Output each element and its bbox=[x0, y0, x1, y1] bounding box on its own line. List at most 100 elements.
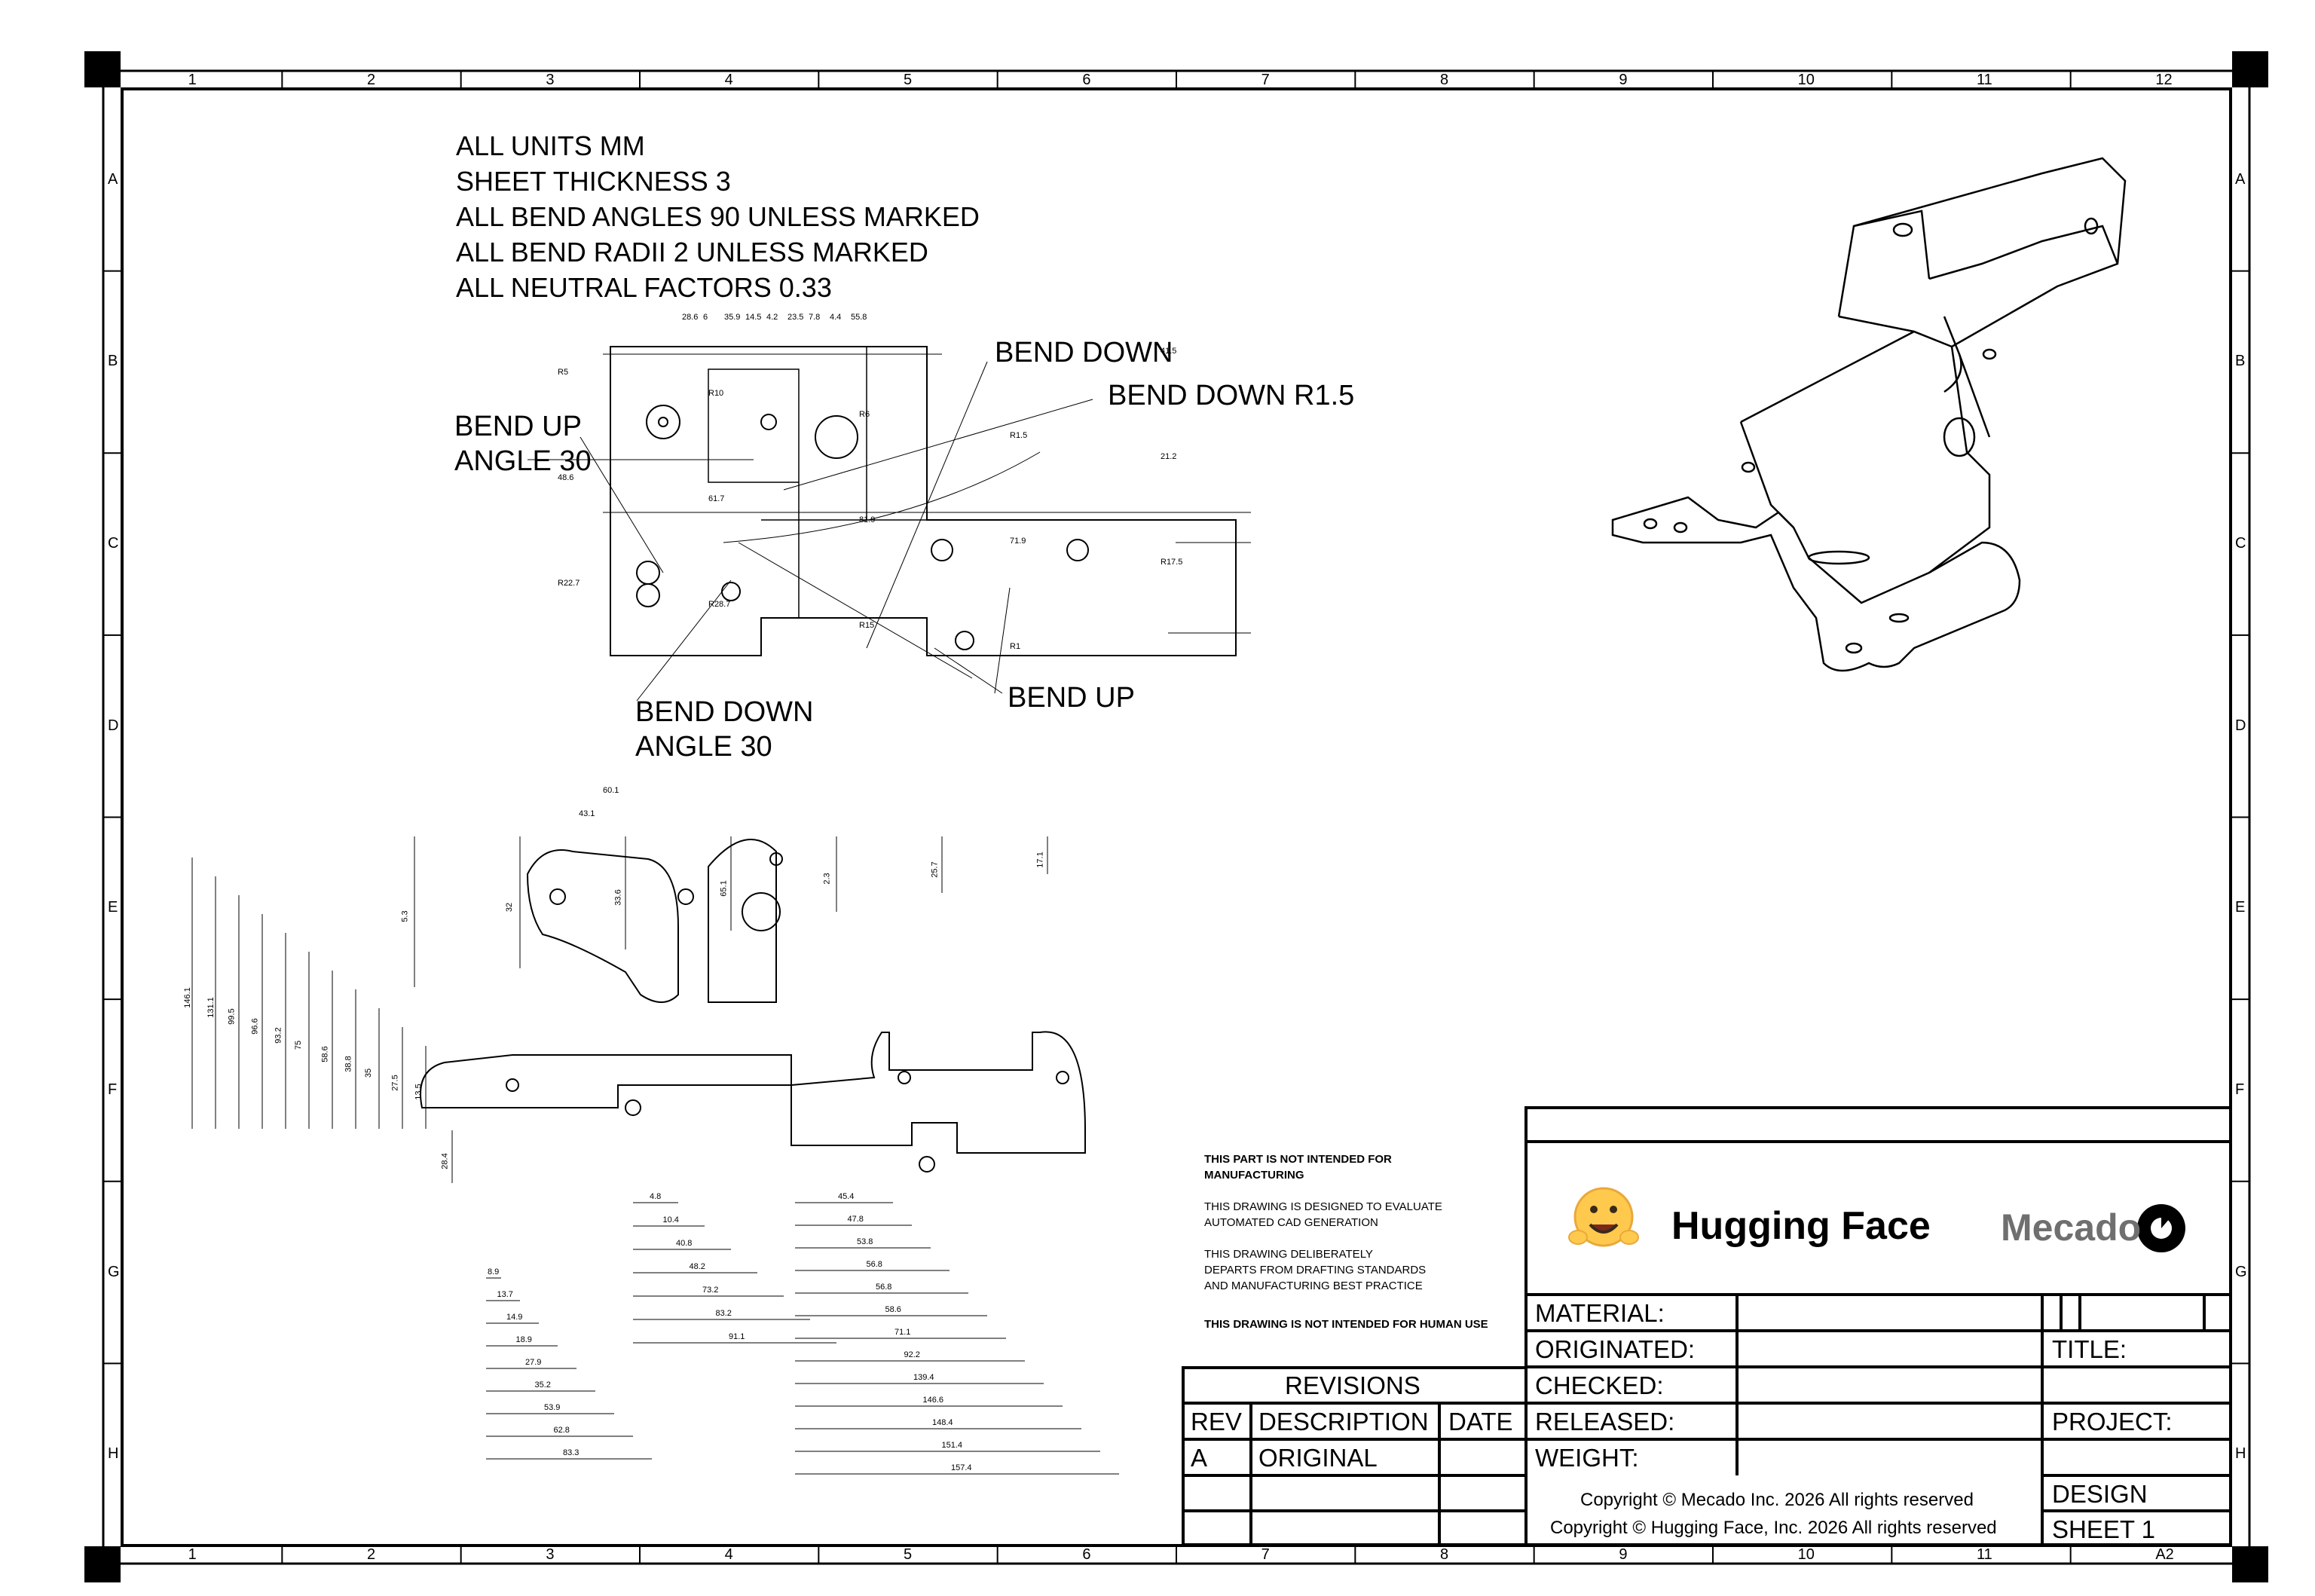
callout-bend-down-line1: BEND DOWN bbox=[635, 696, 814, 728]
revision-row-rev: A bbox=[1191, 1444, 1208, 1472]
zone-row-label: B bbox=[2235, 353, 2246, 370]
callout-bend-down-angle: BEND DOWN ANGLE 30 bbox=[635, 695, 813, 764]
zone-row-label: F bbox=[108, 1081, 118, 1098]
zone-column-label: 10 bbox=[1797, 72, 1815, 88]
x-dim-label: 146.6 bbox=[922, 1396, 944, 1405]
y-dim-label: 13.5 bbox=[414, 1084, 424, 1100]
zone-column-label: 6 bbox=[1082, 1546, 1091, 1563]
flat-dim-label: R17.5 bbox=[1161, 558, 1183, 567]
dim-top-60-1: 60.1 bbox=[603, 786, 619, 795]
flat-dim-label: 55.8 bbox=[851, 313, 867, 322]
zone-column-label: 5 bbox=[904, 1546, 913, 1563]
x-dim-label: 56.8 bbox=[866, 1260, 882, 1269]
revisions-col-description: DESCRIPTION bbox=[1258, 1408, 1429, 1435]
x-dim-label: 151.4 bbox=[941, 1441, 963, 1450]
flat-dim-label: 28.6 bbox=[682, 313, 699, 322]
flat-dim-label: 6 bbox=[703, 313, 708, 322]
x-dim-label: 148.4 bbox=[932, 1418, 953, 1427]
flat-dim-label: 14.5 bbox=[745, 313, 762, 322]
label-project: PROJECT: bbox=[2052, 1408, 2173, 1435]
label-checked: CHECKED: bbox=[1535, 1371, 1664, 1399]
zone-column-label: 8 bbox=[1440, 72, 1449, 88]
flat-dim-label: 41.5 bbox=[1161, 347, 1177, 356]
flat-dim-label: 23.5 bbox=[787, 313, 804, 322]
note-bend-angles: ALL BEND ANGLES 90 UNLESS MARKED bbox=[456, 201, 980, 232]
disclaimer-line-2a: THIS DRAWING IS DESIGNED TO EVALUATE bbox=[1204, 1200, 1442, 1213]
zone-ticks bbox=[103, 71, 2249, 1564]
label-sheet: SHEET 1 bbox=[2052, 1515, 2155, 1543]
note-thickness: SHEET THICKNESS 3 bbox=[456, 166, 731, 197]
flat-dim-label: 4.4 bbox=[830, 313, 842, 322]
flat-dim-label: 61.7 bbox=[708, 494, 725, 503]
disclaimer-line-1: THIS PART IS NOT INTENDED FOR bbox=[1204, 1153, 1392, 1166]
callout-bend-down-line2: ANGLE 30 bbox=[635, 731, 772, 763]
disclaimer-line-3a: THIS DRAWING DELIBERATELY bbox=[1204, 1248, 1373, 1261]
y-dim-label: 96.6 bbox=[250, 1017, 260, 1035]
flat-dim-label: R10 bbox=[708, 389, 724, 398]
x-dim-label: 83.2 bbox=[715, 1309, 732, 1318]
zone-column-label: 12 bbox=[2155, 72, 2173, 88]
zone-column-label: 2 bbox=[367, 72, 376, 88]
zone-column-label: 10 bbox=[1797, 1546, 1815, 1563]
x-dim-label: 62.8 bbox=[553, 1426, 570, 1435]
outer-border bbox=[102, 69, 2251, 1565]
brand-hugging-face: Hugging Face bbox=[1671, 1204, 1931, 1248]
revisions-col-date: DATE bbox=[1448, 1408, 1513, 1435]
x-dim-label: 53.8 bbox=[857, 1237, 873, 1246]
revision-row-description: ORIGINAL bbox=[1258, 1444, 1378, 1472]
flat-pattern-view bbox=[528, 346, 1251, 702]
y-dim-label: 75 bbox=[294, 1040, 304, 1050]
flat-dim-label: R5 bbox=[558, 368, 569, 377]
flat-dim-label: 81.9 bbox=[859, 515, 876, 524]
label-design: DESIGN bbox=[2052, 1480, 2148, 1508]
zone-column-label: 7 bbox=[1261, 72, 1270, 88]
dimensioned-flat-view bbox=[420, 839, 1086, 1173]
zone-column-label: 8 bbox=[1440, 1546, 1449, 1563]
x-dim-label: 35.2 bbox=[534, 1380, 551, 1390]
note-units: ALL UNITS MM bbox=[456, 130, 645, 161]
x-dim-label: 92.2 bbox=[904, 1350, 920, 1359]
inner-border bbox=[121, 87, 2232, 1547]
y-dim-label: 58.6 bbox=[320, 1046, 330, 1062]
revisions-header: REVISIONS bbox=[1285, 1371, 1420, 1399]
zone-row-label: G bbox=[108, 1263, 120, 1280]
zone-column-label: 1 bbox=[188, 72, 197, 88]
isometric-part-view bbox=[1611, 157, 2127, 672]
y-dim-label: 65.1 bbox=[719, 879, 729, 897]
zone-column-label: 5 bbox=[904, 72, 913, 88]
zone-row-label: D bbox=[108, 717, 119, 734]
flat-dim-label: 7.8 bbox=[809, 313, 821, 322]
zone-row-label: D bbox=[2235, 717, 2246, 734]
disclaimer-line-2b: AUTOMATED CAD GENERATION bbox=[1204, 1216, 1378, 1229]
y-dim-label: 32 bbox=[505, 902, 515, 912]
x-dim-label: 157.4 bbox=[951, 1463, 972, 1472]
corner-marks bbox=[84, 51, 2268, 1582]
zone-row-label: H bbox=[108, 1445, 119, 1463]
x-dim-label: 8.9 bbox=[488, 1267, 500, 1276]
zone-row-label: B bbox=[108, 353, 118, 370]
disclaimer-line-1b: MANUFACTURING bbox=[1204, 1169, 1304, 1182]
zone-row-label: E bbox=[2235, 899, 2246, 916]
disclaimer-block: THIS PART IS NOT INTENDED FOR MANUFACTUR… bbox=[1204, 1151, 1488, 1332]
y-dim-label: 28.4 bbox=[440, 1153, 450, 1169]
y-dim-label: 5.3 bbox=[400, 910, 410, 922]
y-dim-label: 146.1 bbox=[182, 987, 192, 1008]
x-dim-label: 18.9 bbox=[515, 1335, 532, 1344]
revisions-col-rev: REV bbox=[1191, 1408, 1242, 1435]
zone-row-label: A bbox=[108, 170, 118, 188]
zone-row-label: E bbox=[108, 899, 118, 916]
y-dim-label: 33.6 bbox=[613, 889, 623, 906]
disclaimer-line-3b: DEPARTS FROM DRAFTING STANDARDS bbox=[1204, 1264, 1427, 1276]
zone-row-label: F bbox=[2235, 1081, 2245, 1098]
x-dim-label: 56.8 bbox=[876, 1283, 892, 1292]
x-dim-label: 83.3 bbox=[563, 1448, 580, 1457]
callout-bend-up-line2: ANGLE 30 bbox=[454, 445, 592, 477]
flat-dim-label: R6 bbox=[859, 410, 870, 419]
callout-bend-up-line1: BEND UP bbox=[454, 411, 582, 442]
flat-dim-label: 71.9 bbox=[1010, 537, 1026, 546]
zone-column-label: 2 bbox=[367, 1546, 376, 1563]
label-weight: WEIGHT: bbox=[1535, 1444, 1639, 1472]
zone-row-label: C bbox=[2235, 535, 2246, 552]
flat-dim-label: R1 bbox=[1010, 642, 1021, 651]
